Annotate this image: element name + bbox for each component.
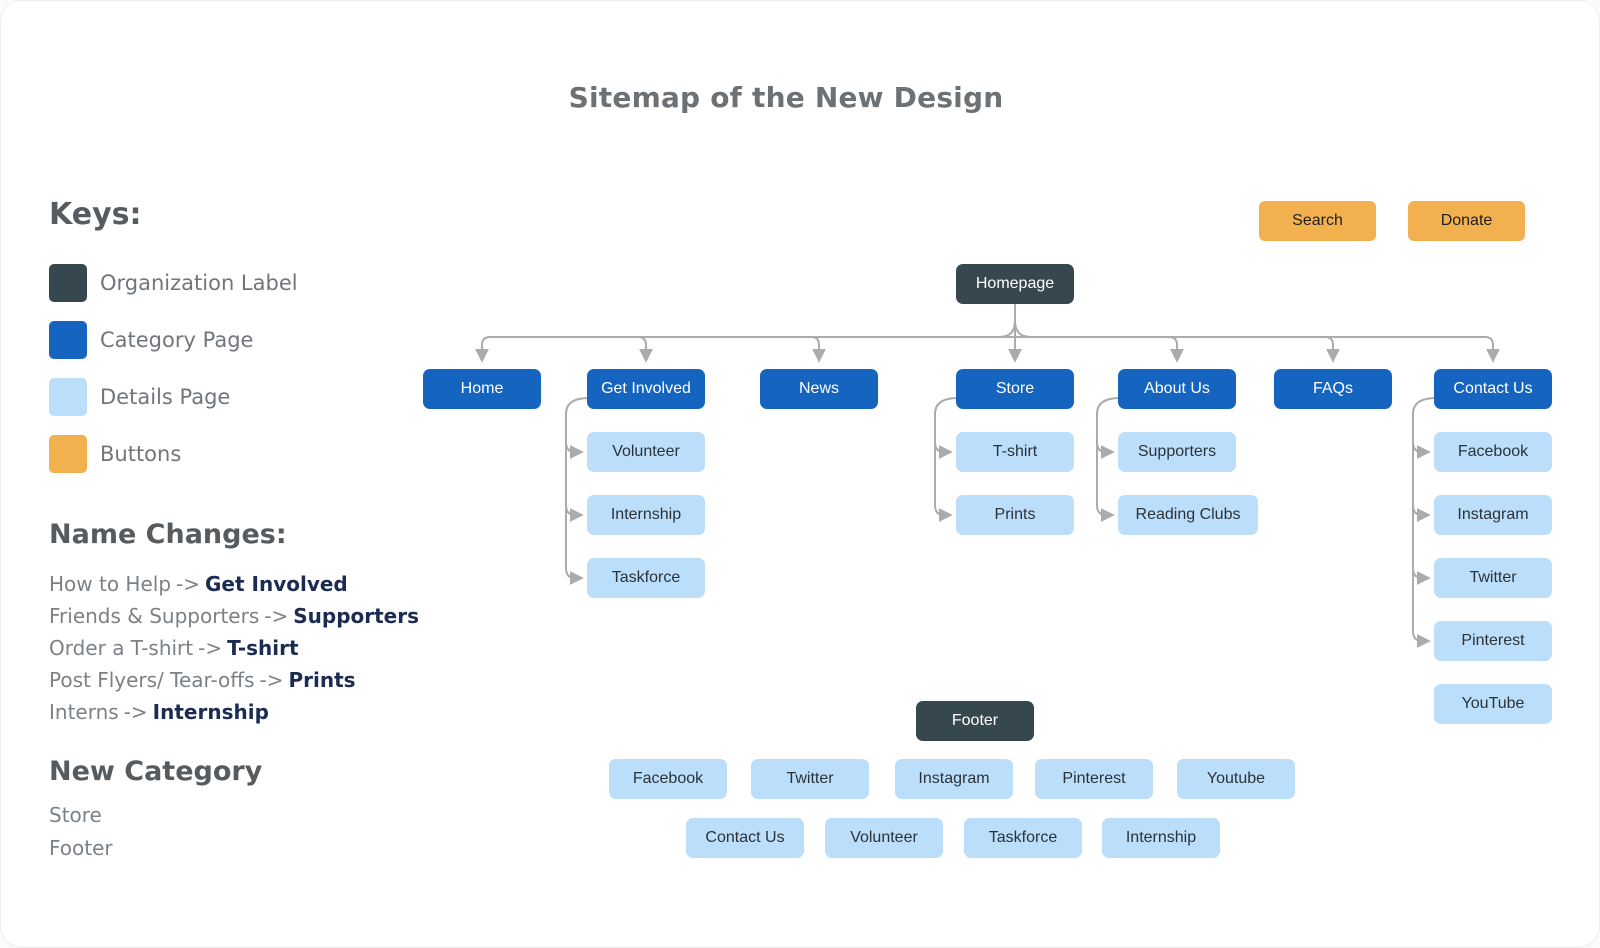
connector xyxy=(1412,630,1431,648)
node-supporters: Supporters xyxy=(1118,432,1236,472)
node-footer: Footer xyxy=(916,701,1034,741)
node-faqs: FAQs xyxy=(1274,369,1392,409)
connector xyxy=(1412,397,1437,632)
footer-link-taskforce: Taskforce xyxy=(964,818,1082,858)
footer-link-facebook: Facebook xyxy=(609,759,727,799)
node-home: Home xyxy=(423,369,541,409)
footer-link-pinterest: Pinterest xyxy=(1035,759,1153,799)
node-twitter: Twitter xyxy=(1434,558,1552,598)
new-name: Internship xyxy=(152,700,269,724)
node-volunteer: Volunteer xyxy=(587,432,705,472)
connector xyxy=(637,336,653,363)
node-prints: Prints xyxy=(956,495,1074,535)
node-instagram: Instagram xyxy=(1434,495,1552,535)
rename-arrow: -> xyxy=(264,604,289,628)
node-about-us: About Us xyxy=(1118,369,1236,409)
old-name: Interns xyxy=(49,700,119,724)
node-taskforce: Taskforce xyxy=(587,558,705,598)
new-category-heading: New Category xyxy=(49,756,263,787)
name-change-item-prints: Post Flyers/ Tear-offs->Prints xyxy=(49,664,489,696)
legend-item-category-page: Category Page xyxy=(49,321,489,359)
connector xyxy=(1324,336,1340,363)
new-category-item-store: Store xyxy=(49,803,102,827)
name-change-item-internship: Interns->Internship xyxy=(49,696,489,728)
node-facebook: Facebook xyxy=(1434,432,1552,472)
connector xyxy=(1412,567,1431,585)
footer-link-youtube: Youtube xyxy=(1177,759,1295,799)
node-get-involved: Get Involved xyxy=(587,369,705,409)
connector xyxy=(565,441,584,459)
legend-item-label: Category Page xyxy=(100,328,254,352)
node-store: Store xyxy=(956,369,1074,409)
connector xyxy=(934,441,953,459)
new-name: Supporters xyxy=(293,604,420,628)
new-name: Get Involved xyxy=(205,572,348,596)
rename-arrow: -> xyxy=(176,572,201,596)
connector xyxy=(565,397,590,569)
button-color-swatch xyxy=(49,435,87,473)
connector xyxy=(810,336,826,363)
name-change-item-get-involved: How to Help->Get Involved xyxy=(49,568,489,600)
node-youtube: YouTube xyxy=(1434,684,1552,724)
new-name: T-shirt xyxy=(227,636,299,660)
connector xyxy=(1096,441,1115,459)
node-pinterest: Pinterest xyxy=(1434,621,1552,661)
connector xyxy=(475,336,491,363)
details-color-swatch xyxy=(49,378,87,416)
new-category-item-footer: Footer xyxy=(49,836,113,860)
old-name: Post Flyers/ Tear-offs xyxy=(49,668,255,692)
old-name: Order a T-shirt xyxy=(49,636,194,660)
rename-arrow: -> xyxy=(123,700,148,724)
category-color-swatch xyxy=(49,321,87,359)
connector xyxy=(565,567,584,585)
old-name: How to Help xyxy=(49,572,172,596)
footer-link-volunteer: Volunteer xyxy=(825,818,943,858)
rename-arrow: -> xyxy=(259,668,284,692)
footer-link-contact-us: Contact Us xyxy=(686,818,804,858)
connector xyxy=(1168,336,1184,363)
name-change-item-t-shirt: Order a T-shirt->T-shirt xyxy=(49,632,489,664)
node-reading-clubs: Reading Clubs xyxy=(1118,495,1258,535)
new-name: Prints xyxy=(288,668,356,692)
org-color-swatch xyxy=(49,264,87,302)
connector xyxy=(565,504,584,522)
connector xyxy=(1412,504,1431,522)
page-title: Sitemap of the New Design xyxy=(568,81,1004,114)
old-name: Friends & Supporters xyxy=(49,604,260,628)
connector xyxy=(998,320,1016,338)
node-t-shirt: T-shirt xyxy=(956,432,1074,472)
connector xyxy=(1484,336,1500,363)
footer-link-twitter: Twitter xyxy=(751,759,869,799)
donate-button[interactable]: Donate xyxy=(1408,201,1525,241)
node-internship: Internship xyxy=(587,495,705,535)
search-button[interactable]: Search xyxy=(1259,201,1376,241)
legend-item-organization-label: Organization Label xyxy=(49,264,489,302)
connector xyxy=(1096,397,1121,506)
legend-item-label: Organization Label xyxy=(100,271,298,295)
connector xyxy=(1412,441,1431,459)
node-contact-us: Contact Us xyxy=(1434,369,1552,409)
name-changes-heading: Name Changes: xyxy=(49,519,287,550)
footer-link-instagram: Instagram xyxy=(895,759,1013,799)
connector xyxy=(1096,504,1115,522)
rename-arrow: -> xyxy=(198,636,223,660)
connector xyxy=(934,504,953,522)
legend-item-label: Buttons xyxy=(100,442,182,466)
connector xyxy=(1014,320,1032,338)
legend-item-buttons: Buttons xyxy=(49,435,489,473)
node-homepage: Homepage xyxy=(956,264,1074,304)
name-change-item-supporters: Friends & Supporters->Supporters xyxy=(49,600,489,632)
keys-heading: Keys: xyxy=(49,197,142,232)
connector xyxy=(934,397,959,506)
legend-item-details-page: Details Page xyxy=(49,378,489,416)
footer-link-internship: Internship xyxy=(1102,818,1220,858)
legend-item-label: Details Page xyxy=(100,385,231,409)
node-news: News xyxy=(760,369,878,409)
